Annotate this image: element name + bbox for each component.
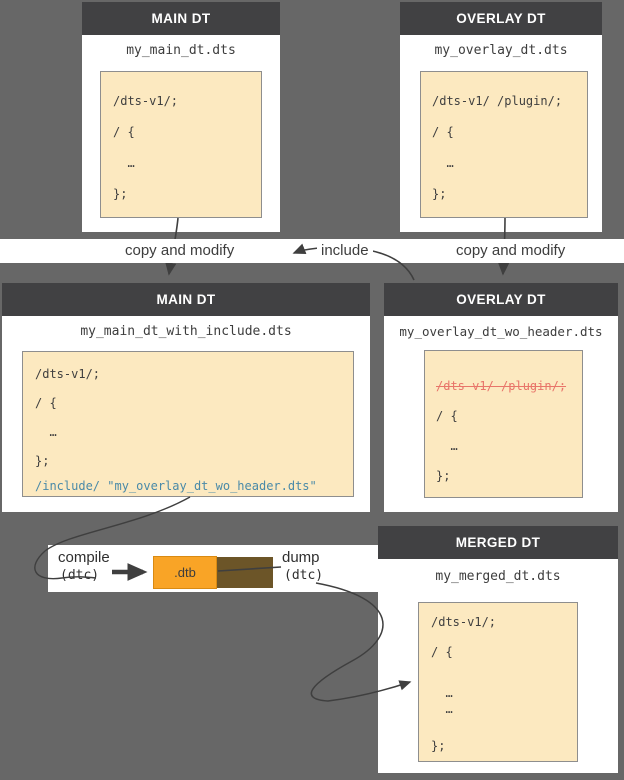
card-header-main-dt-include: MAIN DT	[2, 283, 370, 316]
code-line: };	[432, 187, 447, 201]
code-line: };	[35, 454, 50, 468]
filename-my-main-dt: my_main_dt.dts	[126, 43, 236, 58]
dump-dtc-label: (dtc)	[284, 568, 324, 583]
card-main-dt-with-include: MAIN DT my_main_dt_with_include.dts /dts…	[2, 283, 370, 512]
code-line: / {	[113, 125, 135, 139]
code-line: /dts-v1/;	[431, 615, 497, 629]
code-box-my-overlay-dt: /dts-v1/ /plugin/; / { … };	[420, 71, 588, 218]
dtb-file-box: .dtb	[153, 556, 217, 589]
code-line: /dts-v1/ /plugin/;	[432, 94, 563, 108]
label-copy-and-modify-right: copy and modify	[452, 239, 570, 263]
code-line: };	[436, 469, 451, 483]
card-merged-dt: MERGED DT my_merged_dt.dts /dts-v1/; / {…	[378, 526, 618, 773]
card-overlay-dt-wo-header: OVERLAY DT my_overlay_dt_wo_header.dts /…	[384, 283, 618, 512]
card-header-overlay-dt-wo-header: OVERLAY DT	[384, 283, 618, 316]
filename-my-overlay-dt: my_overlay_dt.dts	[434, 43, 568, 58]
code-line: …	[431, 702, 453, 716]
code-line: /dts-v1/;	[113, 94, 179, 108]
code-line: };	[113, 187, 128, 201]
card-header-main-dt: MAIN DT	[82, 2, 280, 35]
code-line: …	[35, 425, 57, 439]
code-line-deleted-header: /dts-v1/ /plugin/;	[436, 379, 567, 393]
code-line: /dts-v1/;	[35, 367, 101, 381]
code-box-my-main-dt: /dts-v1/; / { … };	[100, 71, 262, 218]
code-line-include-statement: /include/ "my_overlay_dt_wo_header.dts"	[35, 479, 317, 493]
compile-dump-strip: compile (dtc) .dtb dump (dtc)	[48, 545, 378, 592]
code-line: …	[436, 439, 458, 453]
card-overlay-dt-source: OVERLAY DT my_overlay_dt.dts /dts-v1/ /p…	[400, 2, 602, 232]
card-header-overlay-dt: OVERLAY DT	[400, 2, 602, 35]
code-line: / {	[431, 645, 453, 659]
code-box-my-overlay-dt-wo-header: /dts-v1/ /plugin/; / { … };	[424, 350, 583, 498]
card-main-dt-source: MAIN DT my_main_dt.dts /dts-v1/; / { … }…	[82, 2, 280, 232]
code-line: };	[431, 739, 446, 753]
filename-my-main-dt-with-include: my_main_dt_with_include.dts	[80, 324, 292, 339]
code-line: / {	[432, 125, 454, 139]
label-copy-and-modify-left: copy and modify	[121, 239, 239, 263]
compile-label: compile	[58, 549, 110, 566]
code-line: …	[113, 156, 135, 170]
dump-label: dump	[282, 549, 320, 566]
code-line: / {	[35, 396, 57, 410]
code-line: …	[432, 156, 454, 170]
card-header-merged-dt: MERGED DT	[378, 526, 618, 559]
code-box-my-merged-dt: /dts-v1/; / { … … };	[418, 602, 578, 762]
compile-dtc-label: (dtc)	[60, 568, 100, 583]
filename-my-merged-dt: my_merged_dt.dts	[435, 569, 561, 584]
label-include: include	[317, 239, 373, 263]
code-line: …	[431, 686, 453, 700]
code-line: / {	[436, 409, 458, 423]
code-box-my-main-dt-with-include: /dts-v1/; / { … }; /include/ "my_overlay…	[22, 351, 354, 497]
filename-my-overlay-dt-wo-header: my_overlay_dt_wo_header.dts	[399, 324, 603, 339]
dtb-shadow-block	[217, 557, 273, 588]
